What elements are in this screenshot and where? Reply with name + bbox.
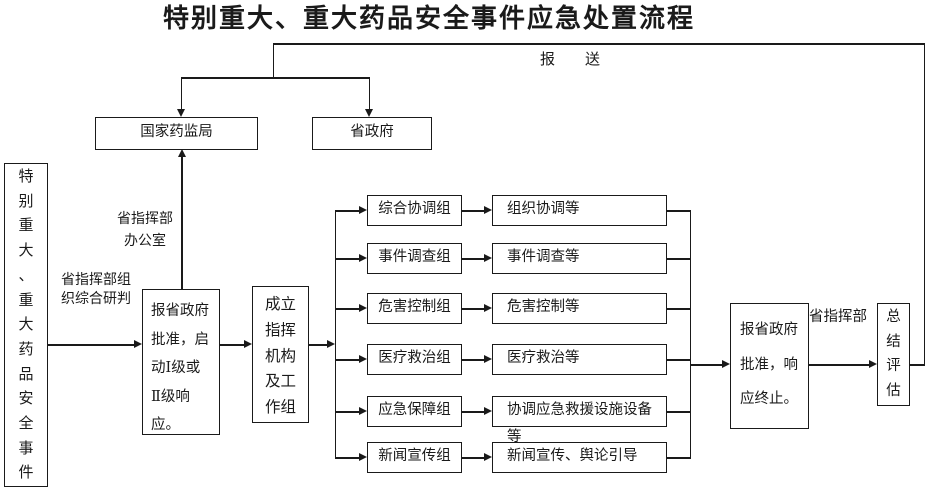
event-box: 特 别 重 大 、 重 大 药 品 安 全 事 件 (4, 163, 48, 487)
connector-approve-nmpa (181, 155, 183, 289)
arrow-into-task6 (484, 453, 492, 461)
connector-task3-collector (667, 308, 691, 310)
approve-start-box: 报省政府 批准，启 动Ⅰ级或 Ⅱ级响 应。 (142, 289, 220, 435)
connector-splitter-row4 (335, 359, 360, 361)
task-box: 组织协调等 (492, 195, 667, 226)
connector-group2-task2 (462, 258, 485, 260)
approve-end-box: 报省政府 批准，响 应终止。 (730, 303, 809, 429)
provincial-government-box: 省政府 (312, 117, 432, 150)
hq-research-label: 省指挥部组 织综合研判 (61, 273, 131, 307)
connector-group1-task1 (462, 210, 485, 212)
task-box: 医疗救治等 (492, 344, 667, 375)
arrow-into-group4 (359, 355, 367, 363)
connector-setup-splitter (309, 344, 328, 346)
task-box: 危害控制等 (492, 293, 667, 324)
drop-to-nmpa (180, 77, 182, 110)
connector-splitter-row2 (335, 258, 360, 260)
arrow-into-group5 (359, 407, 367, 415)
page-title: 特别重大、重大药品安全事件应急处置流程 (162, 4, 695, 33)
drop-to-provincial-government (368, 77, 370, 110)
arrow-down-into-nmpa (176, 109, 185, 117)
arrow-into-task5 (484, 407, 492, 415)
arrow-into-task3 (484, 304, 492, 312)
group-box: 新闻宣传组 (367, 442, 462, 473)
arrow-into-task1 (484, 206, 492, 214)
arrow-into-summary (869, 360, 877, 368)
arrow-into-group1 (359, 206, 367, 214)
connector-splitter-row3 (335, 308, 360, 310)
arrow-into-task2 (484, 254, 492, 262)
arrow-up-into-nmpa (177, 149, 186, 157)
report-send-top-line (273, 43, 925, 45)
report-send-right-line (923, 43, 925, 365)
arrow-into-approve-end (722, 360, 730, 368)
arrow-into-approve-start (134, 340, 142, 348)
connector-group3-task3 (462, 308, 485, 310)
connector-group4-task4 (462, 359, 485, 361)
connector-task5-collector (667, 411, 691, 413)
connector-summary-feedback (909, 364, 925, 366)
connector-group6-task6 (462, 457, 485, 459)
splitter-line (334, 210, 336, 458)
provincial-hq-label: 省指挥部 (809, 309, 867, 325)
task-box: 协调应急救援设施设备等 (492, 396, 667, 445)
task-box: 事件调查等 (492, 243, 667, 274)
nmpa-box: 国家药监局 (95, 117, 258, 150)
group-box: 医疗救治组 (367, 344, 462, 375)
arrow-down-into-provincial-government (364, 109, 373, 117)
connector-task6-collector (667, 457, 691, 459)
arrow-into-task4 (484, 355, 492, 363)
collector-line (689, 210, 691, 458)
arrow-into-group2 (359, 254, 367, 262)
summary-evaluation-box: 总 结 评 估 (877, 303, 910, 406)
report-send-label: 报送 (540, 52, 631, 68)
connector-splitter-row6 (335, 457, 360, 459)
report-send-drop-line (272, 43, 274, 78)
connector-splitter-row5 (335, 411, 360, 413)
connector-group5-task5 (462, 411, 485, 413)
connector-approve-end-summary (809, 364, 869, 366)
group-box: 综合协调组 (367, 195, 462, 226)
connector-event-approve (48, 344, 135, 346)
report-send-split-line (181, 77, 370, 79)
task-box: 新闻宣传、舆论引导 (492, 442, 667, 473)
arrow-into-splitter (327, 340, 335, 348)
connector-task4-collector (667, 359, 691, 361)
setup-command-box: 成立 指挥 机构 及工 作组 (252, 286, 309, 423)
connector-task1-collector (667, 210, 691, 212)
connector-task2-collector (667, 258, 691, 260)
group-box: 事件调查组 (367, 243, 462, 274)
connector-collector-approve-end (690, 364, 722, 366)
connector-splitter-row1 (335, 210, 360, 212)
arrow-into-setup (244, 340, 252, 348)
hq-office-label: 省指挥部 办公室 (117, 212, 173, 249)
group-box: 应急保障组 (367, 396, 462, 427)
arrow-into-group3 (359, 304, 367, 312)
group-box: 危害控制组 (367, 293, 462, 324)
connector-approve-setup (220, 344, 245, 346)
arrow-into-group6 (359, 453, 367, 461)
